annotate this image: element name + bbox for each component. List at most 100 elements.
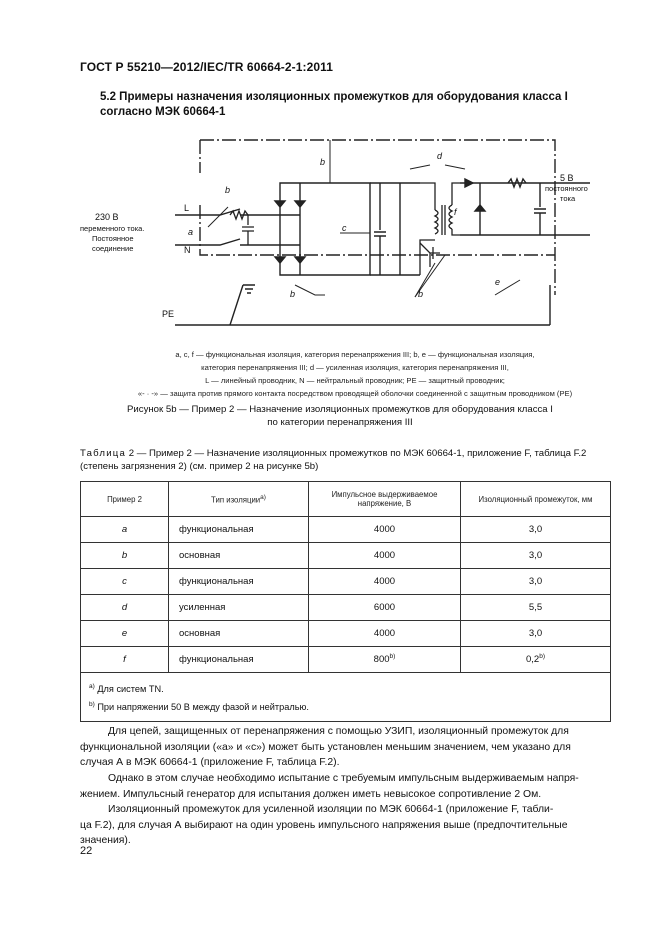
cell-example: b bbox=[80, 542, 169, 569]
paragraph-2: Однако в этом случае необходимо испытани… bbox=[80, 771, 612, 802]
switch-transistor bbox=[414, 242, 440, 298]
cell-voltage: 4000 bbox=[308, 516, 461, 543]
dc-bus bbox=[370, 182, 420, 276]
cell-example: c bbox=[80, 568, 169, 595]
cell-example: a bbox=[80, 516, 169, 543]
legend-line-4: «- · -» — защита против прямого контакта… bbox=[137, 389, 573, 398]
label-output-2: постоянного bbox=[545, 184, 588, 193]
cell-example: d bbox=[80, 594, 169, 621]
header-voltage: Импульсное выдерживаемое напряжение, В bbox=[308, 481, 461, 517]
table-caption-word: Таблица bbox=[80, 448, 127, 459]
table-header-row: Пример 2 Тип изоляцииa) Импульсное выдер… bbox=[80, 481, 611, 517]
cell-type: основная bbox=[168, 542, 309, 569]
cell-clearance: 0,2b) bbox=[460, 646, 611, 673]
circuit-diagram: 230 В переменного тока. Постоянное соеди… bbox=[80, 139, 590, 326]
section-heading: 5.2 Примеры назначения изоляционных пром… bbox=[100, 90, 568, 120]
label-f: f bbox=[454, 207, 458, 217]
cell-clearance: 3,0 bbox=[460, 516, 611, 543]
label-input-1: 230 В bbox=[95, 212, 119, 222]
cell-type: функциональная bbox=[168, 646, 309, 673]
table-row: f функциональная 800b) 0,2b) bbox=[80, 646, 611, 673]
paragraph-2-line-2: жением. Импульсный генератор для испытан… bbox=[80, 788, 542, 800]
mains-lines bbox=[175, 206, 280, 246]
bridge-rectifier bbox=[273, 182, 371, 276]
paragraph-3-line-3: значения). bbox=[80, 835, 131, 846]
label-e: e bbox=[495, 277, 500, 287]
paragraph-1: Для цепей, защищенных от перенапряжения … bbox=[80, 724, 612, 771]
cell-type: функциональная bbox=[168, 516, 309, 543]
cell-example: e bbox=[80, 620, 169, 647]
paragraph-1-line-1: Для цепей, защищенных от перенапряжения … bbox=[108, 726, 569, 737]
figure-legend: a, c, f — функциональная изоляция, катег… bbox=[120, 348, 590, 400]
cell-type: функциональная bbox=[168, 568, 309, 595]
paragraph-3-line-2: ца F.2), для случая А выбирают на один у… bbox=[80, 819, 568, 831]
note-a: a) Для систем TN. bbox=[89, 682, 164, 694]
annotation-leaders bbox=[294, 140, 521, 298]
paragraph-3-line-1: Изоляционный промежуток для усиленной из… bbox=[108, 804, 554, 815]
d-arrow bbox=[409, 164, 466, 170]
label-output-3: тока bbox=[560, 194, 576, 203]
cell-clearance: 3,0 bbox=[460, 568, 611, 595]
enclosure-outline bbox=[199, 139, 556, 295]
label-a: a bbox=[188, 227, 193, 237]
label-input-4: соединение bbox=[92, 244, 133, 253]
paragraph-1-line-2: функциональной изоляции («a» и «c») може… bbox=[80, 741, 571, 753]
table-notes: a) Для систем TN. b) При напряжении 50 В… bbox=[80, 672, 611, 722]
paragraph-3: Изоляционный промежуток для усиленной из… bbox=[80, 802, 612, 849]
clearance-table: Пример 2 Тип изоляцииa) Импульсное выдер… bbox=[80, 481, 611, 722]
cell-voltage: 4000 bbox=[308, 568, 461, 595]
table-row: a функциональная 4000 3,0 bbox=[80, 516, 611, 543]
figure-caption-line-2: по категории перенапряжения III bbox=[267, 417, 413, 428]
input-filter bbox=[229, 209, 254, 245]
label-c: c bbox=[342, 223, 347, 233]
section-heading-line-1: 5.2 Примеры назначения изоляционных пром… bbox=[100, 91, 568, 103]
cell-voltage: 4000 bbox=[308, 542, 461, 569]
cell-type: усиленная bbox=[168, 594, 309, 621]
cell-voltage: 6000 bbox=[308, 594, 461, 621]
paragraph-2-line-1: Однако в этом случае необходимо испытани… bbox=[108, 773, 579, 784]
cell-clearance: 3,0 bbox=[460, 542, 611, 569]
header-type: Тип изоляцииa) bbox=[168, 481, 309, 517]
label-b-1: b bbox=[320, 157, 325, 167]
cell-example: f bbox=[80, 646, 169, 673]
table-notes-row: a) Для систем TN. b) При напряжении 50 В… bbox=[80, 672, 611, 722]
table-row: d усиленная 6000 5,5 bbox=[80, 594, 611, 621]
label-n: N bbox=[184, 245, 191, 255]
table-caption-rest: 2 — Пример 2 — Назначение изоляционных п… bbox=[128, 448, 587, 459]
note-b: b) При напряжении 50 В между фазой и ней… bbox=[89, 701, 309, 713]
legend-line-2: категория перенапряжения III; d — усилен… bbox=[201, 363, 509, 372]
label-l: L bbox=[184, 203, 189, 213]
pe-conductor bbox=[175, 284, 551, 326]
table-caption: Таблица 2 — Пример 2 — Назначение изоляц… bbox=[80, 447, 610, 473]
document-header: ГОСТ Р 55210—2012/IEC/TR 60664-2-1:2011 bbox=[80, 60, 334, 74]
cell-type: основная bbox=[168, 620, 309, 647]
label-b-4: b bbox=[418, 289, 423, 299]
legend-line-1: a, c, f — функциональная изоляция, катег… bbox=[175, 350, 535, 359]
table-caption-line-2: (степень загрязнения 2) (см. пример 2 на… bbox=[80, 461, 319, 472]
label-output-1: 5 В bbox=[560, 173, 574, 183]
section-heading-line-2: согласно МЭК 60664-1 bbox=[100, 106, 226, 118]
figure-caption: Рисунок 5b — Пример 2 — Назначение изоля… bbox=[80, 403, 600, 429]
cell-clearance: 3,0 bbox=[460, 620, 611, 647]
label-input-2: переменного тока. bbox=[80, 224, 144, 233]
figure-caption-line-1: Рисунок 5b — Пример 2 — Назначение изоля… bbox=[127, 404, 553, 415]
label-b-3: b bbox=[290, 289, 295, 299]
page-number: 22 bbox=[80, 845, 93, 857]
table-row: c функциональная 4000 3,0 bbox=[80, 568, 611, 595]
table-row: e основная 4000 3,0 bbox=[80, 620, 611, 647]
header-clearance: Изоляционный промежуток, мм bbox=[460, 481, 611, 517]
header-example: Пример 2 bbox=[80, 481, 169, 517]
label-b-2: b bbox=[225, 185, 230, 195]
paragraph-1-line-3: случая А в МЭК 60664-1 (приложение F, та… bbox=[80, 757, 340, 768]
transformer bbox=[419, 182, 460, 275]
label-d: d bbox=[437, 151, 443, 161]
secondary-rectifier bbox=[460, 177, 590, 236]
label-pe: PE bbox=[162, 309, 174, 319]
cell-clearance: 5,5 bbox=[460, 594, 611, 621]
earth-symbol bbox=[243, 284, 255, 294]
label-input-3: Постоянное bbox=[92, 234, 134, 243]
cell-voltage: 800b) bbox=[308, 646, 461, 673]
legend-line-3: L — линейный проводник, N — нейтральный … bbox=[205, 376, 505, 385]
table-row: b основная 4000 3,0 bbox=[80, 542, 611, 569]
cell-voltage: 4000 bbox=[308, 620, 461, 647]
